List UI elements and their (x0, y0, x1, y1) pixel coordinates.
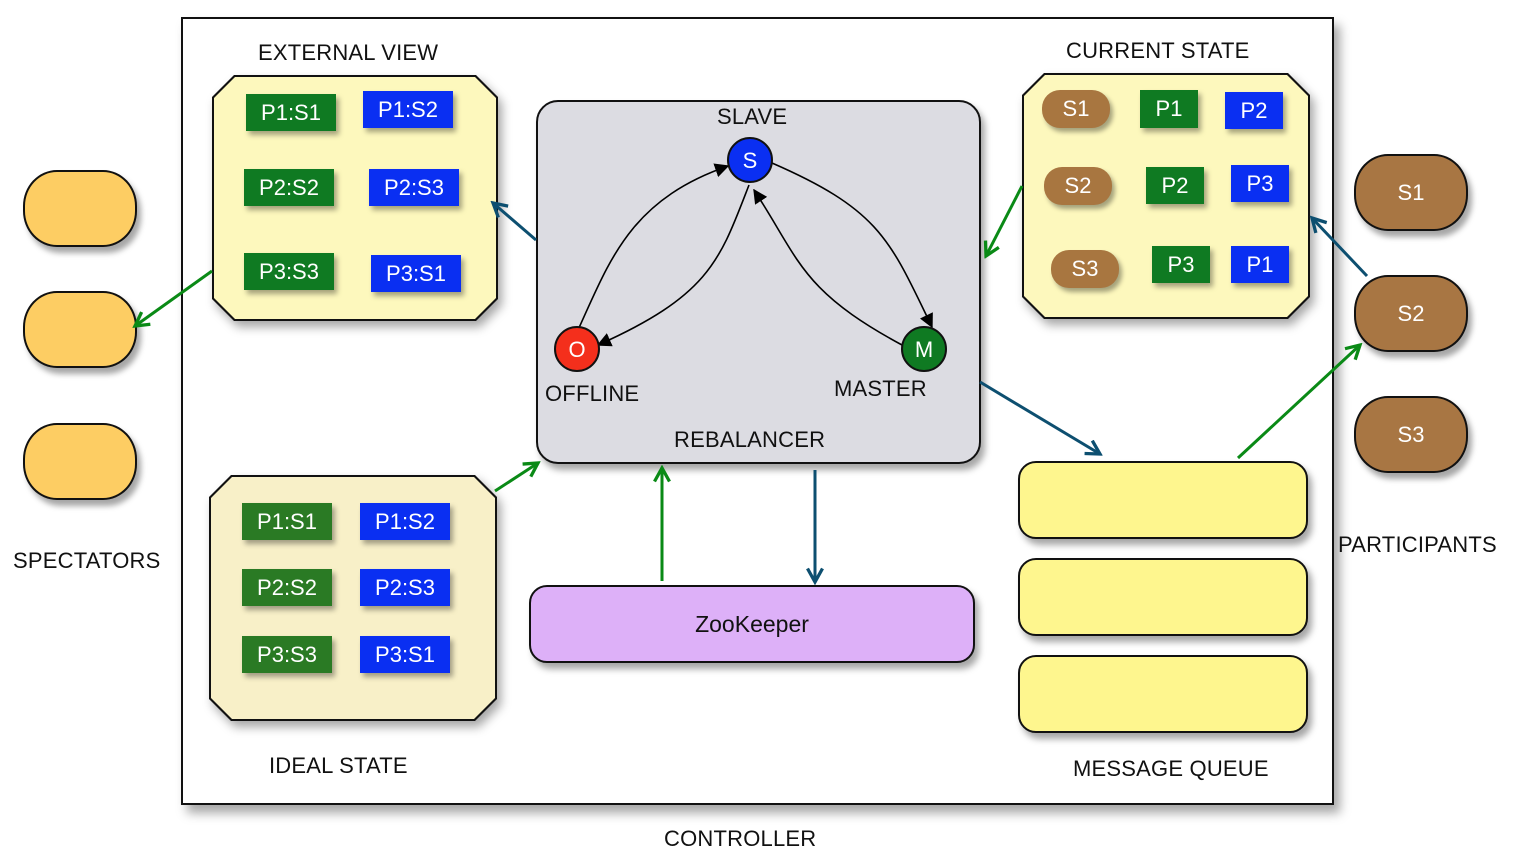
ideal-state-tag: P3:S3 (242, 636, 332, 673)
ideal-state-title: IDEAL STATE (269, 753, 408, 778)
external-view-title: EXTERNAL VIEW (258, 40, 439, 65)
state-offline-letter: O (568, 337, 585, 362)
spectator-node (23, 170, 137, 247)
external-view-tag: P2:S2 (244, 169, 334, 206)
current-state-server: S2 (1044, 167, 1112, 205)
ideal-state-tag: P3:S1 (360, 636, 450, 673)
participants-title: PARTICIPANTS (1338, 532, 1497, 557)
current-state-master-partition: P2 (1146, 167, 1204, 204)
transition-master-to-slave (753, 188, 903, 346)
current-state-master-partition: P3 (1152, 246, 1210, 283)
arrow-message-queue-to-participant (1236, 345, 1360, 460)
message-queue-slot (1018, 558, 1308, 636)
participant-label: S2 (1397, 300, 1425, 326)
state-master-circle (901, 326, 947, 372)
current-state-server: S3 (1051, 250, 1119, 288)
participant-node: S1 (1354, 154, 1468, 231)
zookeeper-label: ZooKeeper (695, 610, 809, 637)
participant-node: S2 (1354, 275, 1468, 352)
external-view-tag: P1:S1 (246, 94, 336, 131)
current-state-master-partition: P1 (1140, 90, 1198, 128)
current-state-slave-partition: P2 (1225, 92, 1283, 129)
arrow-rebalancer-to-message-queue (979, 380, 1100, 454)
ideal-state-tag: P1:S2 (360, 503, 450, 540)
transition-slave-to-offline (596, 184, 750, 347)
message-queue-slot (1018, 461, 1308, 539)
participant-label: S1 (1397, 179, 1425, 205)
external-view-tag: P3:S3 (244, 253, 334, 290)
external-view-tag: P3:S1 (371, 255, 461, 292)
arrow-current-state-to-rebalancer (986, 185, 1024, 256)
external-view-tag: P1:S2 (363, 91, 453, 128)
state-label-master: MASTER (834, 376, 927, 401)
arrow-rebalancer-to-external-view (493, 203, 537, 242)
spectator-node (23, 423, 137, 500)
rebalancer-label: REBALANCER (674, 427, 826, 452)
current-state-slave-partition: P3 (1231, 165, 1289, 202)
state-label-offline: OFFLINE (545, 381, 640, 406)
spectators-title: SPECTATORS (13, 548, 161, 573)
state-label-slave: SLAVE (717, 104, 788, 129)
arrow-ideal-state-to-rebalancer (494, 463, 538, 493)
current-state-slave-partition: P1 (1231, 246, 1289, 283)
controller-label: CONTROLLER (664, 826, 817, 851)
state-master-letter: M (915, 337, 933, 362)
message-queue-slot (1018, 655, 1308, 733)
transition-slave-to-master (771, 162, 933, 329)
state-slave-letter: S (743, 148, 758, 173)
ideal-state-tag: P2:S2 (242, 569, 332, 606)
arrow-external-view-to-spectator (135, 269, 213, 326)
zookeeper-box: ZooKeeper (529, 585, 975, 663)
participant-node: S3 (1354, 396, 1468, 473)
ideal-state-tag: P2:S3 (360, 569, 450, 606)
current-state-title: CURRENT STATE (1066, 38, 1250, 63)
state-slave-circle (727, 137, 773, 183)
participant-label: S3 (1397, 421, 1425, 447)
transition-offline-to-slave (577, 163, 730, 331)
external-view-tag: P2:S3 (369, 169, 459, 206)
state-offline-circle (554, 326, 600, 372)
message-queue-title: MESSAGE QUEUE (1073, 756, 1269, 781)
ideal-state-tag: P1:S1 (242, 503, 332, 540)
spectator-node (23, 291, 137, 368)
arrow-participant-to-current-state (1312, 218, 1369, 278)
current-state-server: S1 (1042, 90, 1110, 128)
